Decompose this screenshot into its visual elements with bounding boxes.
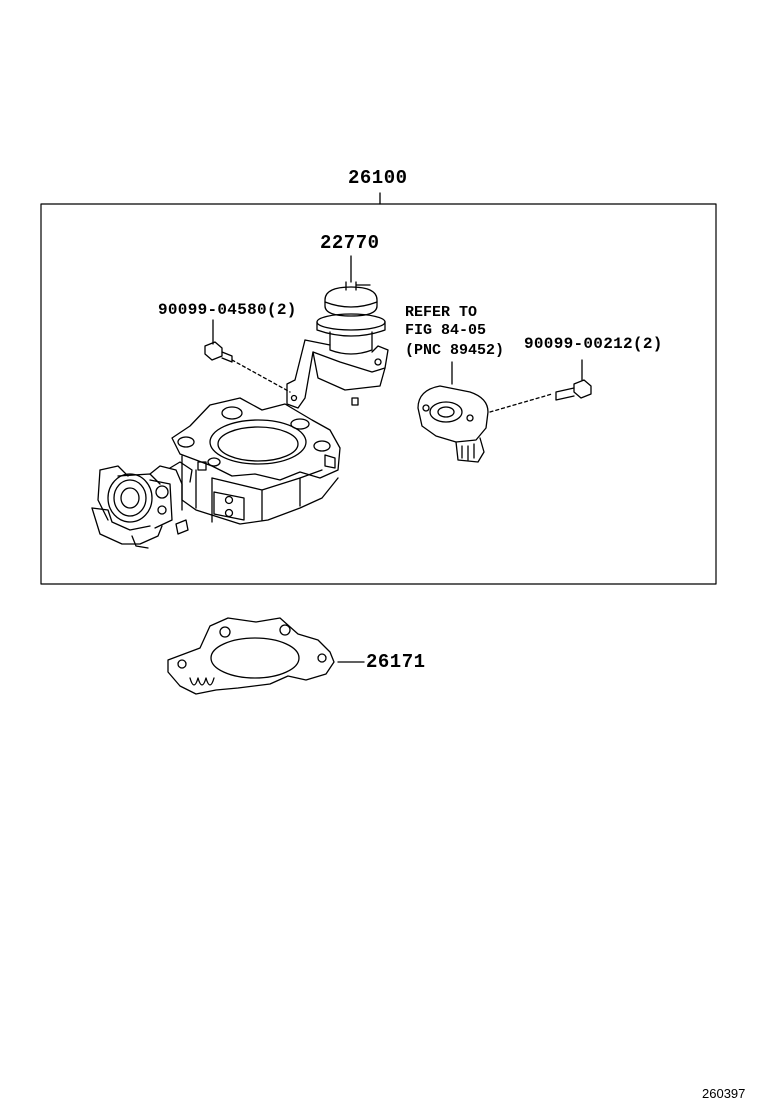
bolt-right-part-number: 90099-00212(2): [524, 335, 663, 353]
assembly-part-number: 26100: [348, 167, 408, 189]
throttle-body: [171, 397, 341, 525]
throttle-position-sensor: [417, 361, 553, 463]
refer-note-line3: (PNC 89452): [405, 342, 505, 359]
throttle-linkage: [91, 461, 193, 549]
refer-note-line1: REFER TO: [405, 304, 478, 321]
bolt-left-part-number: 90099-04580(2): [158, 301, 297, 319]
gasket-part-number: 26171: [366, 651, 426, 673]
figure-id: 260397: [702, 1086, 746, 1101]
assembly-frame: [40, 203, 717, 585]
refer-note-line2: FIG 84-05: [405, 322, 487, 339]
vacuum-actuator: [286, 281, 389, 409]
gasket: [167, 617, 365, 695]
bolt-right: [555, 359, 592, 401]
bolt-left: [204, 319, 291, 393]
vacuum-part-number: 22770: [320, 232, 380, 254]
